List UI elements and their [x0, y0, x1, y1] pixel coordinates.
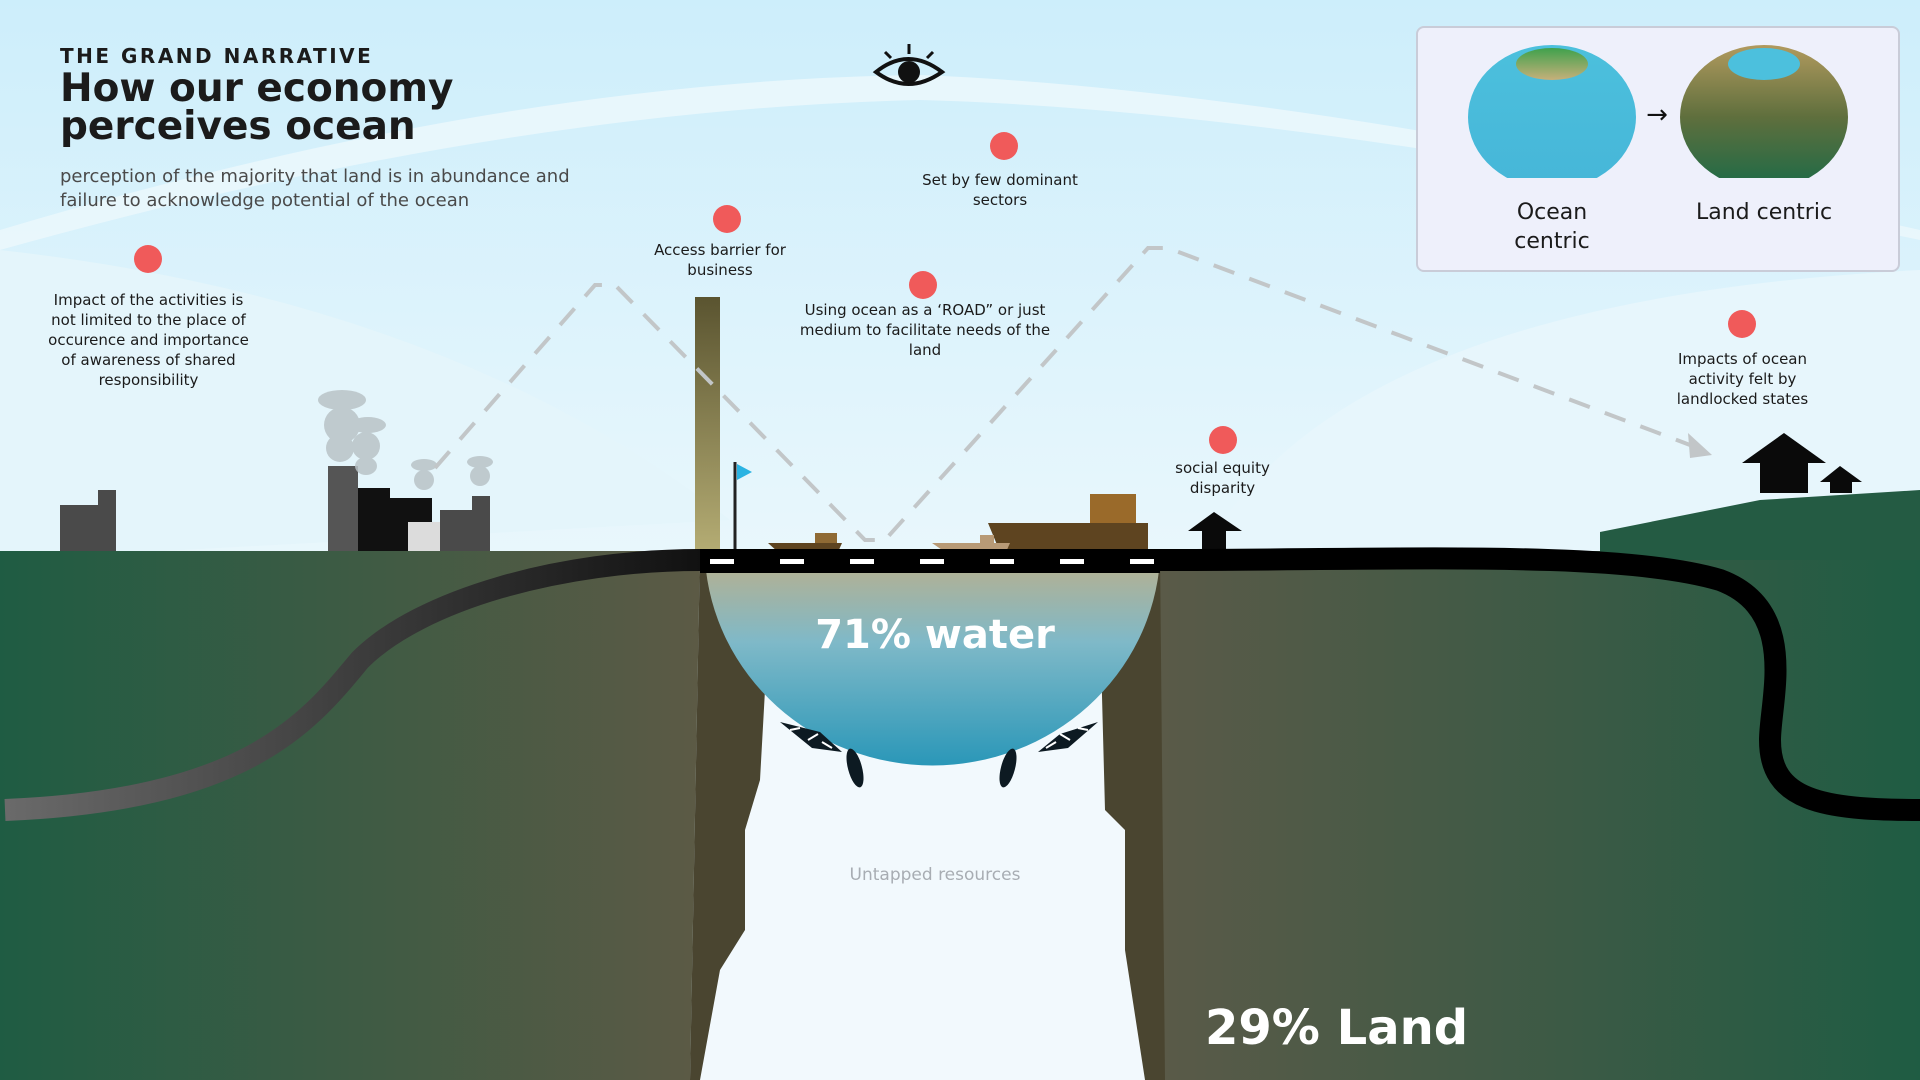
legend-globes [1468, 45, 1848, 178]
right-plateau [1600, 490, 1920, 560]
land-left [0, 551, 700, 1080]
chasm-wall-left [690, 551, 770, 1080]
fish-right [999, 722, 1098, 788]
marker-dot-access [713, 205, 741, 233]
land-globe [1680, 45, 1848, 178]
fish-left [780, 722, 864, 788]
land-percentage-label: 29% Land [1205, 1000, 1469, 1056]
marker-dot-road [909, 271, 937, 299]
water-bowl [705, 560, 1160, 766]
legend-label-land: Land centric [1695, 200, 1833, 225]
marker-dot-landlocked [1728, 310, 1756, 338]
page-subtitle: perception of the majority that land is … [60, 166, 570, 211]
legend-label-ocean: Ocean centric [1514, 200, 1590, 254]
marker-dot-impact [134, 245, 162, 273]
house-icon-small [1820, 466, 1862, 493]
perception-legend: → Ocean centric Land centric [1416, 26, 1900, 272]
note-dominant: Set by few dominant sectors [922, 171, 1078, 209]
smoke [318, 390, 493, 490]
chasm-wall-right [1095, 551, 1165, 1080]
right-hill [1200, 270, 1920, 560]
note-access: Access barrier for business [654, 241, 786, 279]
house-icon [1188, 512, 1242, 555]
eyebrow: THE GRAND NARRATIVE [60, 44, 374, 68]
eye-icon [872, 44, 946, 86]
water-percentage-label: 71% water [815, 612, 1055, 658]
land-right [1160, 551, 1920, 1080]
road-right [1159, 547, 1920, 821]
pillar [695, 297, 720, 553]
ocean-globe [1468, 45, 1636, 178]
island [1516, 48, 1588, 80]
dashed-flow-path [433, 246, 1691, 542]
legend-arrow: → [1646, 100, 1668, 130]
road-left [4, 549, 701, 821]
note-impact: Impact of the activities is not limited … [48, 291, 249, 389]
marker-dot-equity [1209, 426, 1237, 454]
factory [60, 466, 490, 551]
marker-dot-dominant [990, 132, 1018, 160]
page-title: How our economy perceives ocean [60, 66, 454, 149]
flag-icon [737, 464, 752, 480]
untapped-resources-label: Untapped resources [849, 865, 1021, 885]
horizon-band [0, 75, 1920, 250]
house-icon-large [1742, 433, 1826, 493]
road-lane-marks [710, 559, 1154, 564]
cargo-ship [988, 494, 1148, 552]
lake [1728, 48, 1800, 80]
note-road: Using ocean as a ‘ROAD” or just medium t… [799, 301, 1051, 359]
flow-arrowhead [1688, 433, 1712, 458]
note-equity: social equity disparity [1175, 459, 1270, 497]
note-landlocked: Impacts of ocean activity felt by landlo… [1676, 350, 1809, 408]
left-hill [0, 250, 730, 560]
